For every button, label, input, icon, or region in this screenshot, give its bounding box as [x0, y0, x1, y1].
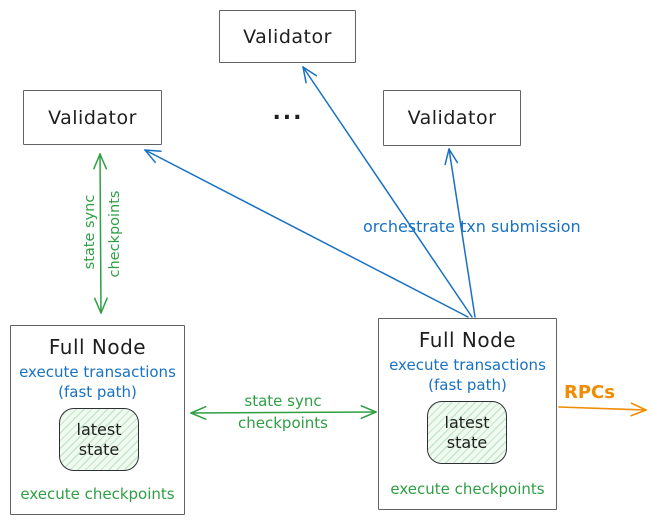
- state-sync-vertical-arrow: [93, 153, 108, 314]
- validator-top-label: Validator: [243, 25, 332, 48]
- validator-left-box: Validator: [23, 90, 162, 145]
- state-sync-between-label-line1: state sync: [244, 392, 322, 410]
- state-sync-horizontal-arrow: [190, 405, 377, 420]
- latest-state-line1: latest: [444, 412, 490, 432]
- full-node-right-title: Full Node: [418, 328, 517, 352]
- full-node-left-latest-state-box: latest state: [59, 408, 139, 471]
- validator-right-label: Validator: [407, 107, 497, 129]
- full-node-left-title: Full Node: [48, 335, 147, 359]
- full-node-left-fast-path: (fast path): [58, 383, 137, 401]
- full-node-right-latest-state-box: latest state: [427, 401, 507, 464]
- validator-right-box: Validator: [383, 90, 521, 146]
- validators-ellipsis: ...: [272, 100, 304, 125]
- full-node-right-box: Full Node execute transactions (fast pat…: [378, 318, 557, 510]
- full-node-left-exec-transactions: execute transactions: [19, 363, 176, 381]
- full-node-left-exec-checkpoints: execute checkpoints: [20, 485, 175, 503]
- full-node-left-box: Full Node execute transactions (fast pat…: [10, 325, 185, 515]
- latest-state-line1: latest: [76, 419, 122, 439]
- validator-left-label: Validator: [48, 106, 137, 129]
- state-sync-left-label-line1: state sync: [82, 194, 98, 270]
- rpcs-label: RPCs: [564, 382, 615, 403]
- state-sync-between-label-line2: checkpoints: [238, 414, 328, 432]
- full-node-right-fast-path: (fast path): [428, 376, 507, 394]
- full-node-right-exec-checkpoints: execute checkpoints: [390, 480, 545, 498]
- orchestrate-arrow-to-left-validator: [144, 149, 469, 318]
- rpcs-arrow: [558, 402, 647, 417]
- state-sync-left-label-line2: checkpoints: [107, 190, 123, 278]
- latest-state-line2: state: [446, 432, 488, 452]
- validator-top-box: Validator: [219, 10, 356, 63]
- orchestrate-txn-submission-label: orchestrate txn submission: [363, 217, 581, 236]
- orchestrate-arrow-to-right-validator: [444, 148, 476, 318]
- latest-state-line2: state: [78, 439, 120, 459]
- full-node-right-exec-transactions: execute transactions: [389, 356, 546, 374]
